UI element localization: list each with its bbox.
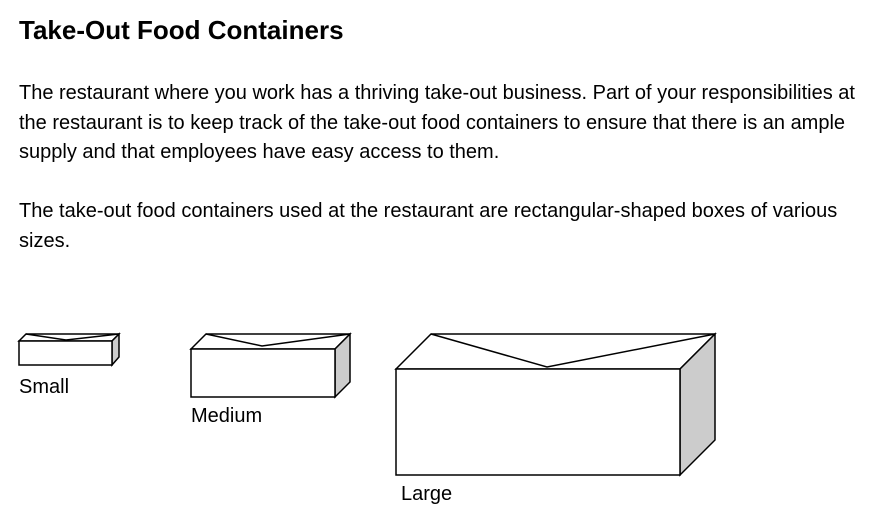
paragraph-intro: The restaurant where you work has a thri… [19,82,855,163]
medium-box-lid-flap [205,333,351,347]
large-box-label: Large [401,483,453,505]
paragraph-containers: The take-out food containers used at the… [19,200,838,252]
large-box-front [395,368,681,476]
medium-box-label: Medium [191,405,263,427]
large-box-lid-flap [430,333,716,368]
large-container-box [394,332,717,477]
medium-box-front [190,348,336,398]
small-container-box [17,332,121,367]
large-box-top [394,333,717,370]
small-box-label: Small [19,376,70,398]
page-title: Take-Out Food Containers [19,15,344,45]
small-box-lid-flap [25,333,120,341]
medium-container-box [189,332,352,399]
small-box-front [18,340,113,366]
